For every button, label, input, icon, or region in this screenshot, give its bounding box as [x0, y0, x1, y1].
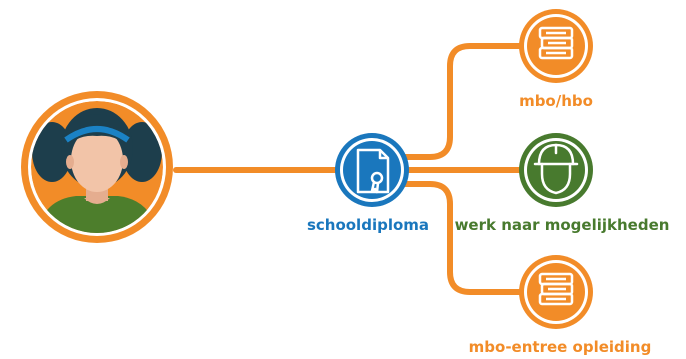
connector-diploma-to-mbo-entree: [402, 181, 525, 295]
werk-label: werk naar mogelijkheden: [455, 216, 670, 234]
mbo-hbo-node: [519, 9, 593, 83]
diploma-label: schooldiploma: [307, 216, 429, 234]
diploma-node: [335, 133, 409, 207]
diploma-icon: [356, 148, 390, 194]
mbo-hbo-label: mbo/hbo: [519, 92, 593, 110]
student-avatar-icon: [21, 91, 173, 243]
connector-diploma-to-mbo-hbo: [402, 43, 525, 160]
books-icon: [538, 272, 574, 306]
books-icon: [538, 26, 574, 60]
mbo-entree-label: mbo-entree opleiding: [469, 338, 652, 356]
mbo-entree-node: [519, 255, 593, 329]
hardhat-icon: [533, 143, 579, 195]
werk-node: [519, 133, 593, 207]
connector-lines: [173, 43, 525, 295]
